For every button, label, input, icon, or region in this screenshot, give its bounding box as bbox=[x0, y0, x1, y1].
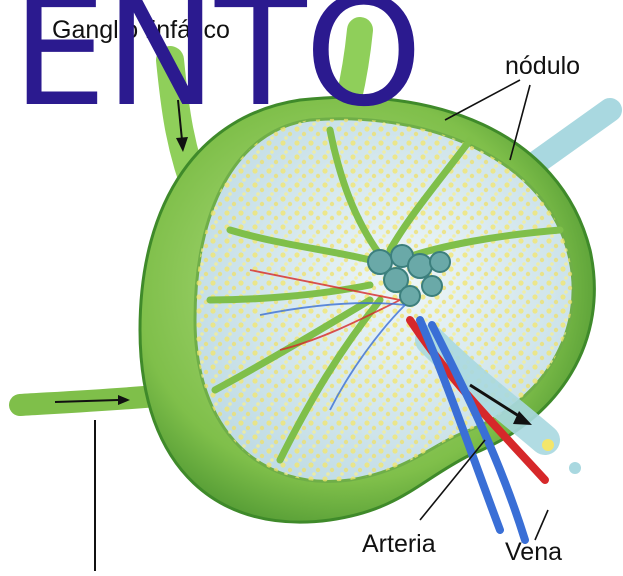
label-vena: Vena bbox=[505, 540, 562, 565]
watermark: ENTO bbox=[12, 0, 421, 128]
label-nodulo: nódulo bbox=[505, 54, 580, 79]
label-arteria: Arteria bbox=[362, 532, 436, 557]
